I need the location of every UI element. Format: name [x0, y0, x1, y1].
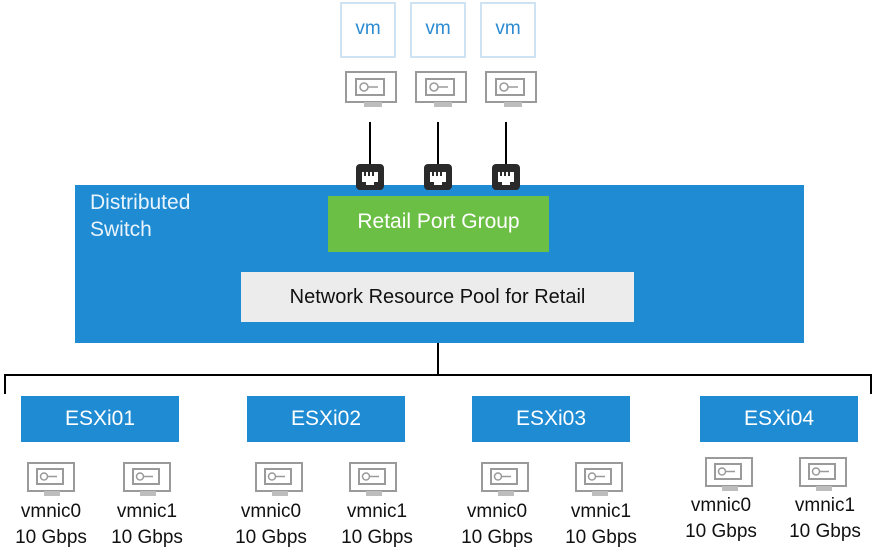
nic-speed: 10 Gbps	[235, 527, 307, 548]
nic-name: vmnic1	[570, 501, 632, 522]
vm-link-line	[437, 122, 439, 164]
uplink-bus-line	[4, 374, 872, 376]
network-card-icon	[123, 462, 171, 496]
vm-link-line	[369, 122, 371, 164]
vm-label: vm	[355, 18, 381, 39]
nic-speed: 10 Gbps	[789, 521, 861, 542]
network-card-icon	[705, 457, 753, 491]
uplink-trunk-line	[437, 343, 439, 375]
ethernet-port-icon	[492, 164, 520, 190]
vm-box-1: vm	[340, 2, 396, 58]
nic-speed: 10 Gbps	[685, 521, 757, 542]
resource-pool: Network Resource Pool for Retail	[241, 272, 634, 322]
port-group: Retail Port Group	[328, 196, 549, 252]
nic-name: vmnic0	[20, 501, 82, 522]
nic-speed: 10 Gbps	[461, 527, 533, 548]
vm-box-3: vm	[480, 2, 536, 58]
nic-speed: 10 Gbps	[565, 527, 637, 548]
network-card-icon	[481, 462, 529, 496]
nic-speed: 10 Gbps	[15, 527, 87, 548]
network-card-icon	[575, 462, 623, 496]
vm-link-line	[505, 122, 507, 164]
vm-label: vm	[495, 18, 521, 39]
nic-name: vmnic1	[116, 501, 178, 522]
nic-speed: 10 Gbps	[341, 527, 413, 548]
switch-label-line2: Switch	[90, 218, 152, 241]
network-card-icon	[27, 462, 75, 496]
host-box-esxi01: ESXi01	[21, 396, 179, 442]
nic-name: vmnic1	[346, 501, 408, 522]
network-card-icon	[799, 457, 847, 491]
vm-nic-icon	[485, 71, 537, 107]
nic-speed: 10 Gbps	[111, 527, 183, 548]
ethernet-port-icon	[424, 164, 452, 190]
network-card-icon	[349, 462, 397, 496]
host-box-esxi03: ESXi03	[472, 396, 630, 442]
vm-nic-icon	[345, 71, 397, 107]
vm-label: vm	[425, 18, 451, 39]
nic-name: vmnic0	[240, 501, 302, 522]
nic-name: vmnic0	[466, 501, 528, 522]
host-box-esxi04: ESXi04	[700, 396, 858, 442]
network-card-icon	[255, 462, 303, 496]
ethernet-port-icon	[356, 164, 384, 190]
switch-label-line1: Distributed	[90, 191, 191, 214]
nic-name: vmnic1	[794, 495, 856, 516]
vm-box-2: vm	[410, 2, 466, 58]
host-box-esxi02: ESXi02	[247, 396, 405, 442]
nic-name: vmnic0	[690, 495, 752, 516]
uplink-drop-line	[4, 374, 6, 394]
uplink-drop-line	[870, 374, 872, 394]
vm-nic-icon	[415, 71, 467, 107]
